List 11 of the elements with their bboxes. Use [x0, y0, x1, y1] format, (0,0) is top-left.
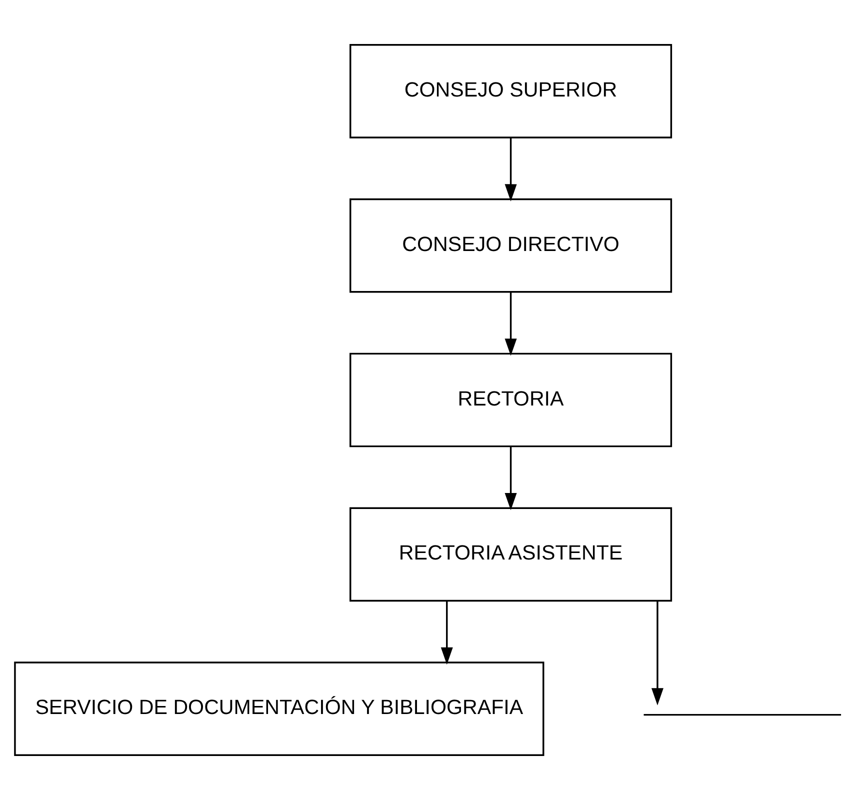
arrow [504, 138, 517, 202]
node-box: CONSEJO DIRECTIVO [350, 198, 672, 293]
arrow [651, 600, 664, 706]
arrow [440, 600, 453, 665]
node-box: RECTORIA ASISTENTE [350, 507, 672, 602]
node-bar [644, 714, 842, 716]
arrow [504, 292, 517, 356]
node-box: SERVICIO DE DOCUMENTACIÓN Y BIBLIOGRAFIA [14, 662, 544, 756]
node-box: CONSEJO SUPERIOR [350, 44, 672, 138]
arrow [504, 446, 517, 510]
node-box: RECTORIA [350, 352, 672, 448]
